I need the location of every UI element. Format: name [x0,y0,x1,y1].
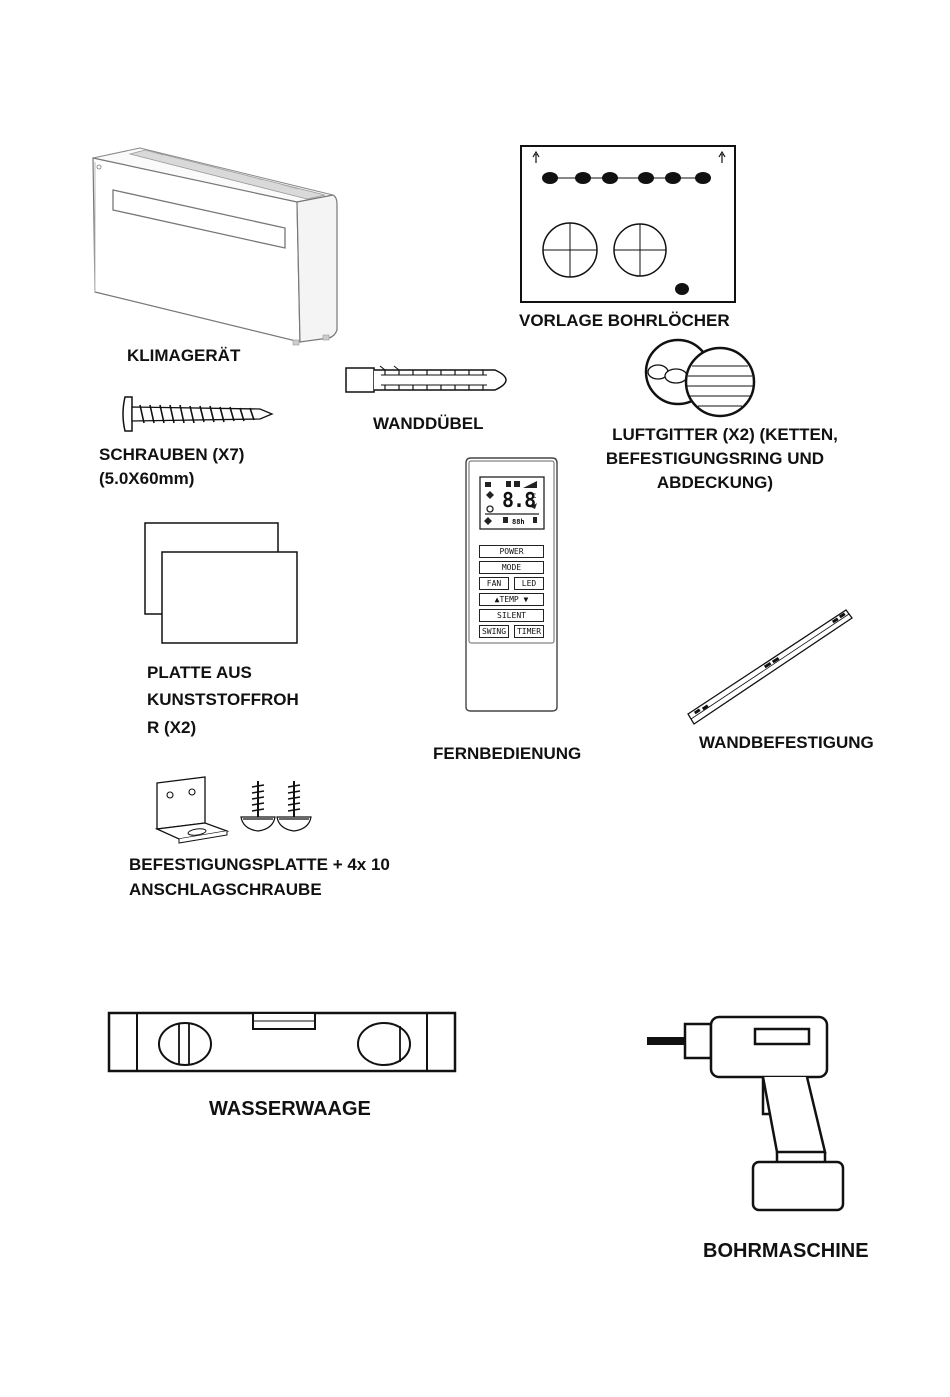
drill-template-illustration [520,145,736,303]
mounting-plate-illustration [153,775,233,845]
plastic-plates-drawing [144,522,298,644]
plastic-plate-label-line3: R (X2) [147,718,197,737]
screws-label-line2: (5.0X60mm) [99,469,195,488]
plastic-plate-label-line1: PLATTE AUS [147,663,252,682]
air-grille-label-line3: ABDECKUNG) [656,473,774,492]
remote-display-mode-text: 88h [512,518,525,526]
air-grille-illustration [642,338,758,418]
drill-drawing [647,1015,845,1212]
mode-button[interactable]: MODE [479,561,544,574]
wall-anchor-illustration [345,362,520,398]
air-conditioner-label: KLIMAGERÄT [127,346,241,365]
drill-template-drawing [520,145,736,303]
screw-illustration [120,393,275,435]
remote-control: 8.8 °c 88h POWER MODE FAN LED ▲TEMP ▼ SI… [465,457,558,712]
stop-screws-drawing [240,781,312,832]
spirit-level-label: WASSERWAAGE [209,1098,371,1120]
mounting-plate-drawing [154,776,230,844]
timer-button[interactable]: TIMER [514,625,544,638]
air-grille-drawing [644,338,756,418]
wall-bracket-drawing [687,609,853,725]
wall-bracket-label: WANDBEFESTIGUNG [699,733,874,752]
mounting-plate-label-line1: BEFESTIGUNGSPLATTE + 4x 10 [129,855,390,874]
air-grille-label-line1: LUFTGITTER (X2) (KETTEN, [612,425,838,444]
wall-anchor-drawing [345,365,507,393]
drill-template-label: VORLAGE BOHRLÖCHER [519,311,730,330]
temp-button[interactable]: ▲TEMP ▼ [479,593,544,606]
swing-button[interactable]: SWING [479,625,509,638]
power-button[interactable]: POWER [479,545,544,558]
spirit-level-illustration [107,1011,457,1073]
air-conditioner-drawing [92,147,338,346]
drill-illustration [645,1014,850,1214]
remote-display-digits: 8.8 [502,488,536,512]
remote-display-unit: °c [528,491,537,500]
air-grille-label-line2: BEFESTIGUNGSRING UND [605,449,825,468]
screw-drawing [122,396,274,432]
spirit-level-drawing [107,1011,457,1073]
plastic-plate-label-line2: KUNSTSTOFFROH [147,690,299,709]
screws-label-line1: SCHRAUBEN (X7) [99,445,245,464]
wall-bracket-illustration [686,606,856,730]
wall-anchor-label: WANDDÜBEL [373,414,484,433]
silent-button[interactable]: SILENT [479,609,544,622]
remote-control-label: FERNBEDIENUNG [433,744,582,763]
led-button[interactable]: LED [514,577,544,590]
drill-label: BOHRMASCHINE [703,1240,869,1262]
air-conditioner-illustration [85,140,345,350]
fan-button[interactable]: FAN [479,577,509,590]
stop-screws-illustration [238,777,316,837]
mounting-plate-label-line2: ANSCHLAGSCHRAUBE [129,880,322,899]
plastic-plates-illustration [143,521,301,647]
